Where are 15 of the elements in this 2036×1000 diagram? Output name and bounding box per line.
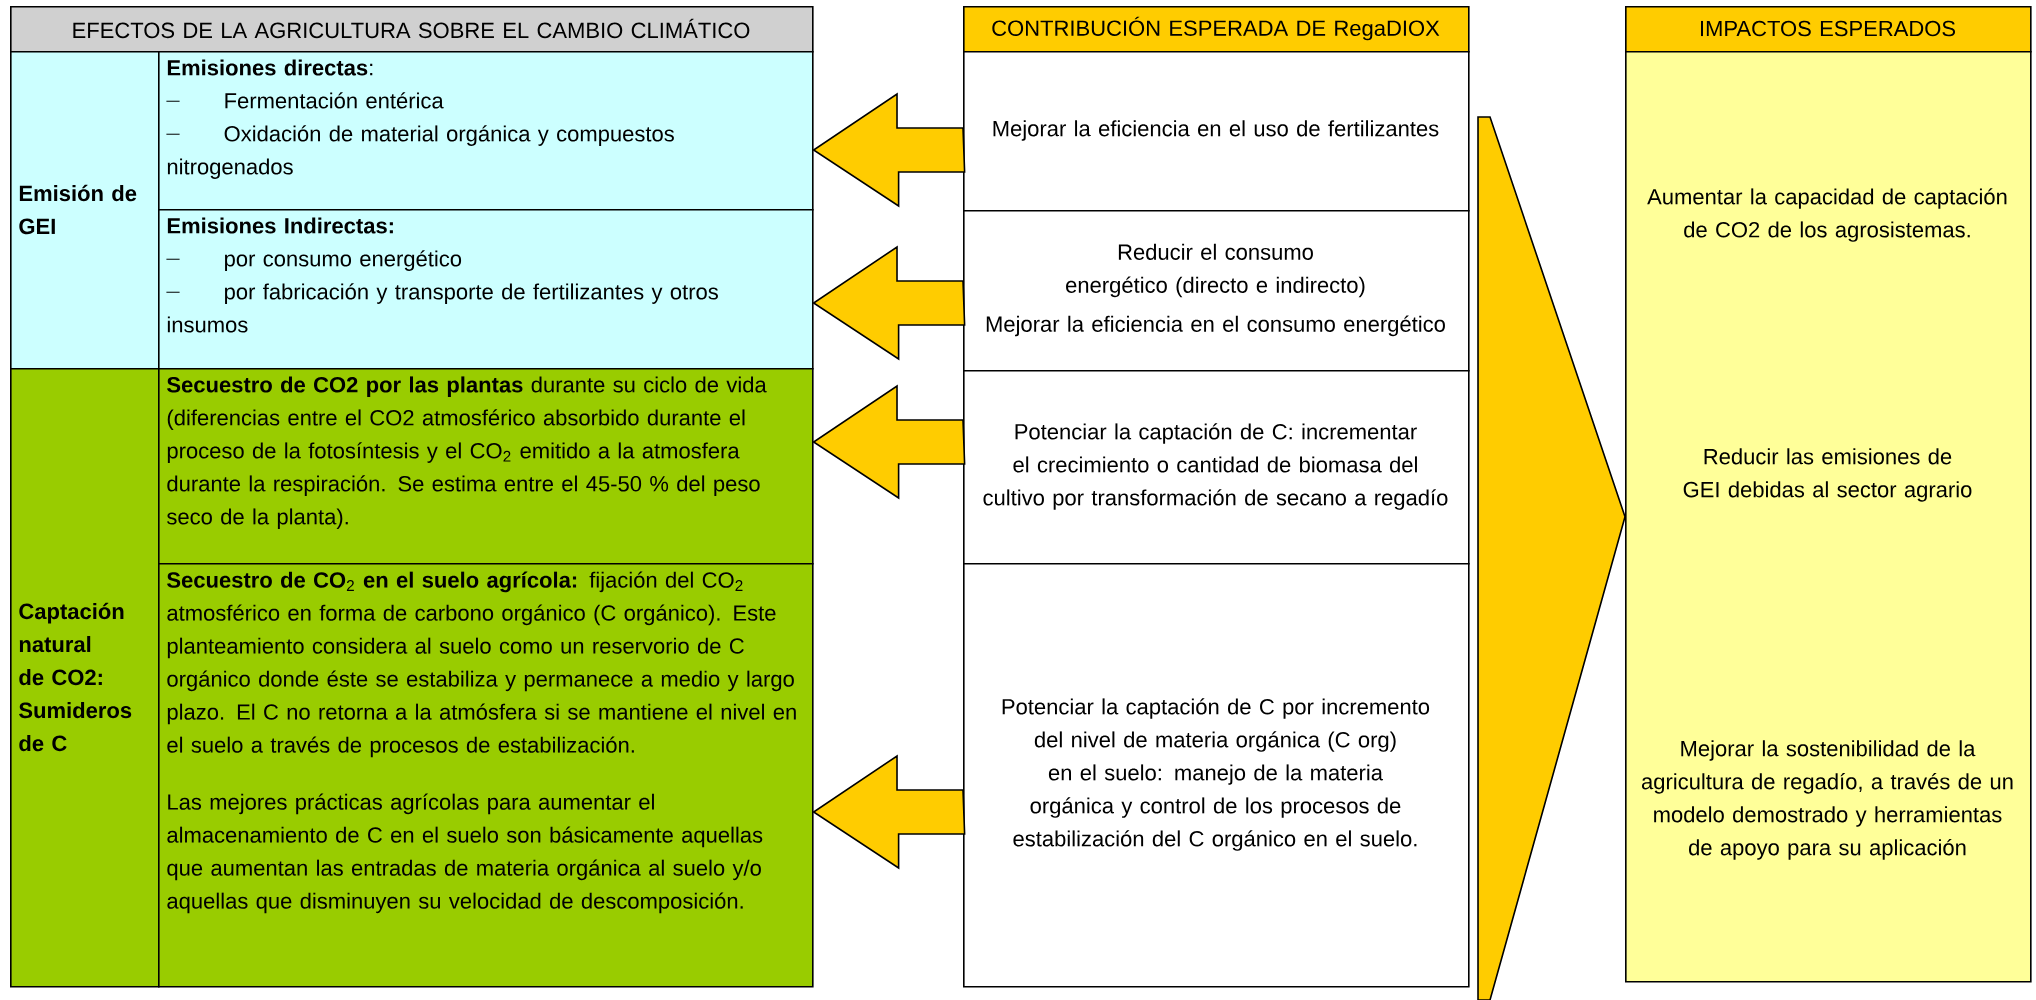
table-cell: Captación natural de CO2: Sumideros de C [10,368,160,988]
column-header: CONTRIBUCIÓN ESPERADA DE RegaDIOX [963,6,1470,53]
table-cell: Reducir el consumo energético (directo e indirecto) Mejorar la eficiencia en el consumo energético [963,210,1470,372]
chevron-arrow [1477,116,1626,1000]
block-arrow [812,245,966,361]
block-arrow [812,754,966,870]
table-cell: Mejorar la eficiencia en el uso de fertilizantes [963,51,1470,212]
table-cell: Secuestro de CO2 por las plantas durante su ciclo de vida (diferencias entre el CO2 atmosférico absorbido durante el proceso de la fotosíntesis y el CO$_{2}$ emitido a la atmosfera durante la respiración. Se estima entre el 45-50 % del peso seco de la planta). [158,368,814,565]
block-arrow [812,384,966,500]
table-cell: Potenciar la captación de C: incrementar el crecimiento o cantidad de biomasa del cultivo por transformación de secano a regadío [963,370,1470,565]
impact-panel: Aumentar la capacidad de captación de CO2 de los agrosistemas. Reducir las emisiones de GEI debidas al sector agrario Mejorar la sostenibilidad de la agricultura de regadío, a través de un modelo demostrado y herramientas de apoyo para su aplicación [1625,51,2032,983]
table-cell: Emisión de GEI [10,51,160,370]
column-header: IMPACTOS ESPERADOS [1625,6,2032,53]
block-arrow [812,92,966,208]
column-header: EFECTOS DE LA AGRICULTURA SOBRE EL CAMBIO CLIMÁTICO [10,6,814,53]
